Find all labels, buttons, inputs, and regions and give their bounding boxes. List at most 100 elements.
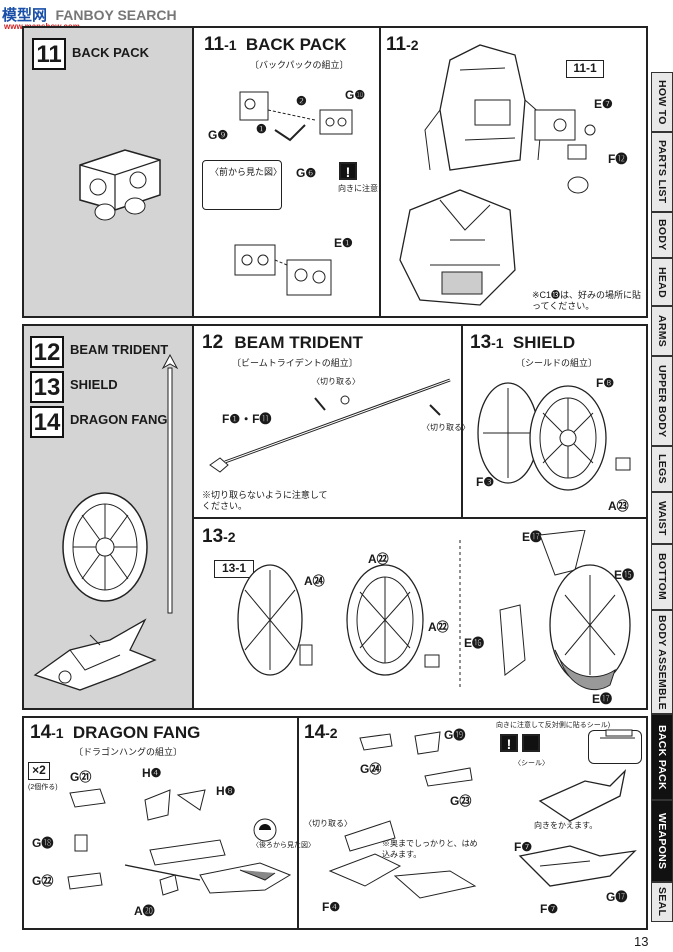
step-11-2-ref: 11-1 [573, 61, 597, 75]
step-13-1-jp: 〔シールドの組立〕 [516, 358, 598, 368]
step-11-2-panel [380, 26, 648, 318]
step-12-num: 12 [202, 332, 224, 353]
x2-note: (2個作る) [28, 784, 58, 791]
torso-backpack-sketch [424, 44, 543, 171]
section-14-number: 14 [30, 406, 64, 438]
part-f8: F❽ [596, 376, 615, 390]
tab-legs[interactable]: LEGS [651, 446, 673, 492]
seal-label: 〈シール〉 [514, 760, 549, 767]
step-14-2-panel [298, 716, 648, 930]
rear-view-label: 〈後ろから見た図〉 [252, 842, 315, 849]
part-g22: G㉒ [32, 874, 54, 888]
part-e15: E⓯ [614, 568, 635, 582]
step-11-2-sub: -2 [406, 37, 419, 53]
part-g6: G❻ [296, 166, 317, 180]
tab-upper-body[interactable]: UPPER BODY [651, 356, 673, 446]
step-13-2-ref: 13-1 [221, 561, 247, 575]
warning-text: 向きに注意 [338, 184, 378, 193]
step-14-1-label: DRAGON FANG [72, 723, 201, 742]
step-13-2-num: 13 [202, 526, 224, 547]
part-e17-top: E⓱ [522, 530, 543, 544]
part-f3: F❸ [476, 475, 495, 489]
part-f12: F⓬ [608, 152, 628, 166]
tab-bottom[interactable]: BOTTOM [651, 544, 673, 610]
tab-how-to[interactable]: HOW TO [651, 72, 673, 132]
step-14-1-sub: -1 [51, 725, 64, 741]
step-14-2-title: 14-2 [304, 722, 338, 744]
step-11-1-jp: 〔バックパックの組立〕 [250, 60, 349, 70]
arrow-step-1: ❶ [256, 122, 267, 136]
tab-parts-list[interactable]: PARTS LIST [651, 132, 673, 212]
seal-orientation-note: 向きに注意して反対側に貼るシール) [496, 722, 611, 729]
dragon-fang-parts-sketch [67, 788, 292, 896]
step-12-panel [194, 324, 462, 518]
part-g24: G㉔ [360, 762, 382, 776]
step-12-title: 12 BEAM TRIDENT [202, 332, 363, 354]
section-13-label: SHIELD [70, 377, 118, 392]
arrow-step-2: ❷ [296, 94, 307, 108]
step-13-2-title: 13-2 [202, 526, 236, 548]
part-g9: G❾ [208, 128, 229, 142]
step-14-2-num: 14 [304, 722, 326, 743]
front-view-box [202, 160, 282, 210]
orientation-note: 向きをかえます。 [534, 821, 598, 830]
part-e17-bottom: E⓱ [592, 692, 613, 706]
step-11-2-title: 11-2 [386, 34, 419, 56]
tab-back-pack[interactable]: BACK PACK [651, 714, 673, 800]
front-view-label: 〈前から見た図〉 [210, 167, 283, 177]
trident-sketch [209, 378, 451, 473]
step-13-1-title: 13-1 SHIELD [470, 332, 575, 354]
part-g23: G㉓ [450, 794, 472, 808]
step-12-cut1: 〈切り取る〉 [312, 377, 360, 386]
tab-waist[interactable]: WAIST [651, 492, 673, 544]
step-13-1-sub: -1 [491, 335, 504, 351]
step-12-cut2: 〈切り取る〉 [422, 423, 470, 432]
part-h8: H❽ [216, 784, 236, 798]
part-f1-f11: F❶・F⓫ [222, 412, 272, 426]
tab-seal[interactable]: SEAL [651, 882, 673, 922]
step-14-2-cut: 〈切り取る〉 [304, 819, 352, 828]
section-14-label: DRAGON FANG [70, 412, 168, 427]
seal-orient-icon [522, 734, 540, 752]
part-e16: E⓰ [464, 636, 485, 650]
part-g18: G⓲ [32, 836, 54, 850]
tab-body[interactable]: BODY [651, 212, 673, 258]
step-11-1-label: BACK PACK [245, 35, 347, 54]
part-g10: G❿ [345, 88, 366, 102]
part-g19: G⓳ [444, 728, 466, 742]
step-11-1-title: 11-1 BACK PACK [204, 34, 347, 56]
part-f7-bottom: F❼ [540, 902, 559, 916]
backpack-attach-sketch [534, 109, 596, 194]
tab-body-assemble[interactable]: BODY ASSEMBLE [651, 610, 673, 714]
part-e7: E❼ [594, 97, 613, 111]
dragon-fang-assembly-sketch [328, 729, 637, 899]
step-13-1-panel [462, 324, 648, 518]
step-12-jp: 〔ビームトライデントの組立〕 [232, 358, 358, 368]
section-11-number: 11 [32, 38, 66, 70]
step-12-note: ※切り取らないように注意してください。 [202, 490, 328, 511]
step-14-1-panel [22, 716, 298, 930]
shield-parts-sketch [477, 382, 631, 491]
part-a22-top: A㉒ [368, 552, 389, 566]
step-11-2-num: 11 [386, 34, 407, 55]
page-number: 13 [634, 934, 649, 949]
step-11-1-sub: -1 [224, 37, 237, 53]
tab-head[interactable]: HEAD [651, 258, 673, 306]
step-14-1-num: 14 [30, 722, 52, 743]
part-a22-right: A㉒ [428, 620, 449, 634]
backpack-assembly-sketch [234, 244, 332, 296]
tab-arms[interactable]: ARMS [651, 306, 673, 356]
part-g21: G㉑ [70, 770, 92, 784]
step-14-2-sub: -2 [325, 725, 338, 741]
step-13-1-num: 13 [470, 332, 492, 353]
part-a24: A㉔ [304, 574, 325, 588]
shield-assembly-sketch [237, 530, 631, 691]
watermark-brand: 模型网 [2, 7, 48, 24]
tab-weapons[interactable]: WEAPONS [651, 800, 673, 882]
part-f7-top: F❼ [514, 840, 533, 854]
part-e1: E❶ [334, 236, 353, 250]
step-13-2-panel [194, 518, 648, 710]
part-g17: G⓱ [606, 890, 628, 904]
step-12-label: BEAM TRIDENT [234, 333, 363, 352]
full-torso-sketch [399, 189, 516, 306]
